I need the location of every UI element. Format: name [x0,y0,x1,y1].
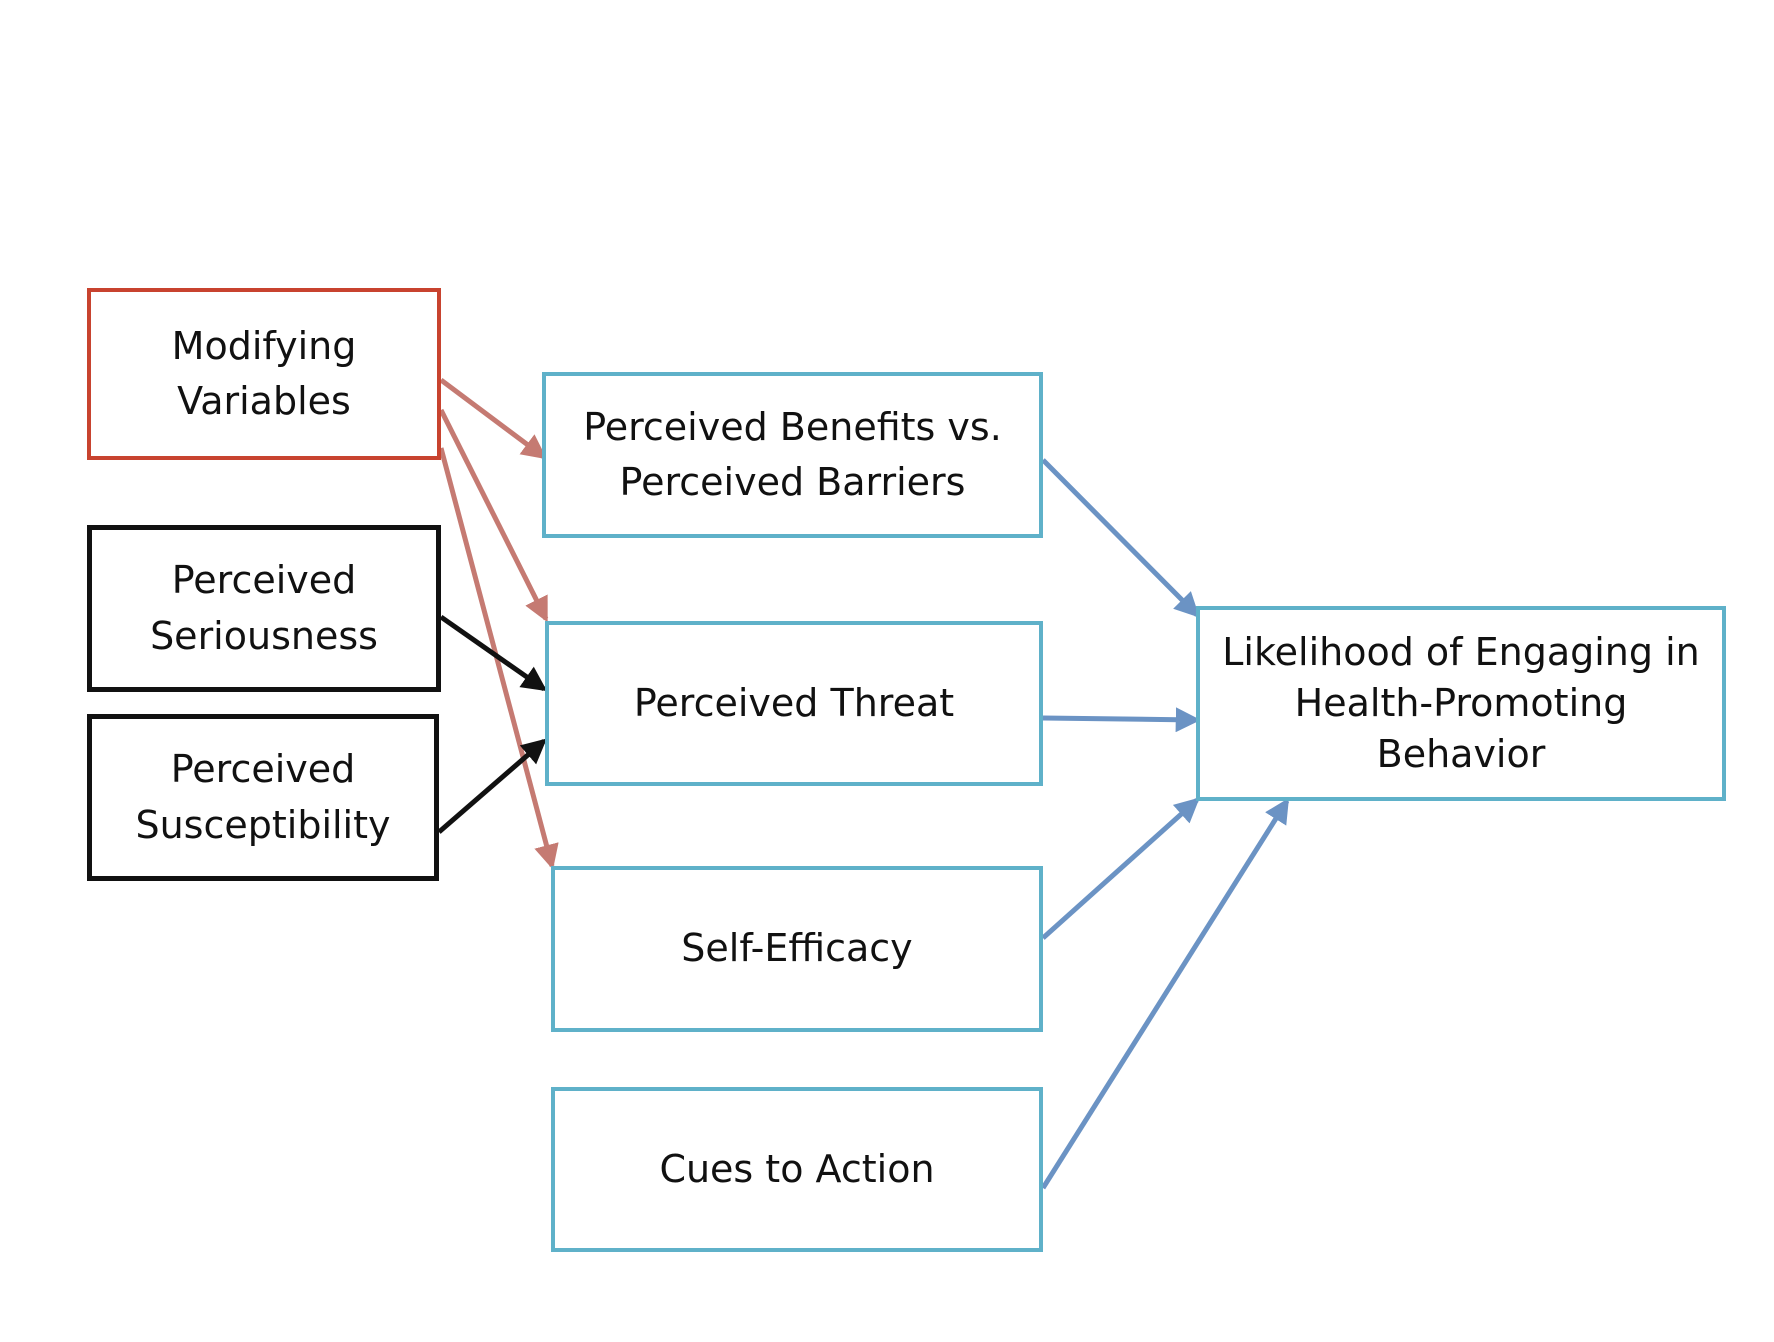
edge-seriousness-to-threat [439,614,548,692]
edge-modifying-to-threat [438,408,549,623]
edge-susceptibility-to-threat [437,738,547,834]
node-modifying-variables: Modifying Variables [87,288,441,460]
node-cues-to-action: Cues to Action [551,1087,1043,1252]
node-likelihood-of-behavior: Likelihood of Engaging in Health-Promoti… [1196,606,1726,801]
node-perceived-susceptibility: Perceived Susceptibility [87,714,439,881]
edge-modifying-to-benefits [439,377,548,460]
node-self-efficacy: Self-Efficacy [551,866,1043,1032]
edge-cues-to-likelihood [1040,797,1290,1190]
node-perceived-seriousness: Perceived Seriousness [87,525,441,692]
node-perceived-benefits-vs-barriers: Perceived Benefits vs. Perceived Barrier… [542,372,1043,538]
edge-benefits-to-likelihood [1041,458,1200,618]
node-perceived-threat: Perceived Threat [545,621,1043,786]
edge-selfefficacy-to-likelihood [1041,797,1200,940]
edge-threat-to-likelihood [1042,707,1201,733]
